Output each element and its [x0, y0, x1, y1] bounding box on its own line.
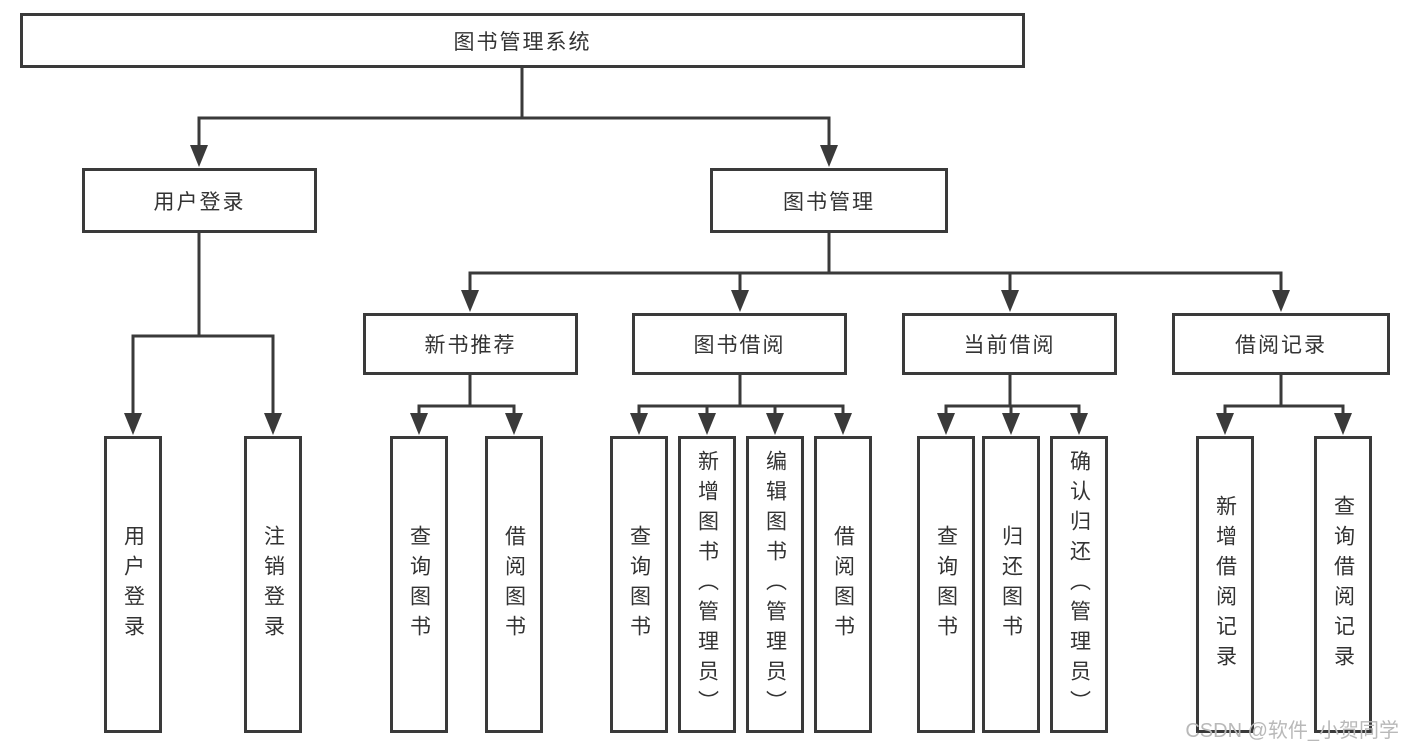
node-new-book-recommend: 新书推荐 [363, 313, 578, 375]
leaf-logout: 注销登录 [244, 436, 302, 733]
leaf-current-return-books: 归还图书 [982, 436, 1040, 733]
node-borrow-records: 借阅记录 [1172, 313, 1390, 375]
node-book-management: 图书管理 [710, 168, 948, 233]
leaf-borrow-borrow-books: 借阅图书 [814, 436, 872, 733]
node-user-login: 用户登录 [82, 168, 317, 233]
node-root-library-system: 图书管理系统 [20, 13, 1025, 68]
leaf-borrow-edit-books-admin: 编辑图书（管理员） [746, 436, 804, 733]
node-current-borrow: 当前借阅 [902, 313, 1117, 375]
leaf-current-confirm-return-admin: 确认归还（管理员） [1050, 436, 1108, 733]
leaf-user-login: 用户登录 [104, 436, 162, 733]
leaf-records-query-record: 查询借阅记录 [1314, 436, 1372, 733]
leaf-borrow-add-books-admin: 新增图书（管理员） [678, 436, 736, 733]
leaf-recommend-borrow-books: 借阅图书 [485, 436, 543, 733]
node-book-borrow: 图书借阅 [632, 313, 847, 375]
csdn-watermark: CSDN @软件_小贺同学 [1185, 720, 1399, 742]
leaf-recommend-query-books: 查询图书 [390, 436, 448, 733]
arrowheads [124, 145, 1352, 435]
leaf-borrow-query-books: 查询图书 [610, 436, 668, 733]
leaf-current-query-books: 查询图书 [917, 436, 975, 733]
leaf-records-add-record: 新增借阅记录 [1196, 436, 1254, 733]
